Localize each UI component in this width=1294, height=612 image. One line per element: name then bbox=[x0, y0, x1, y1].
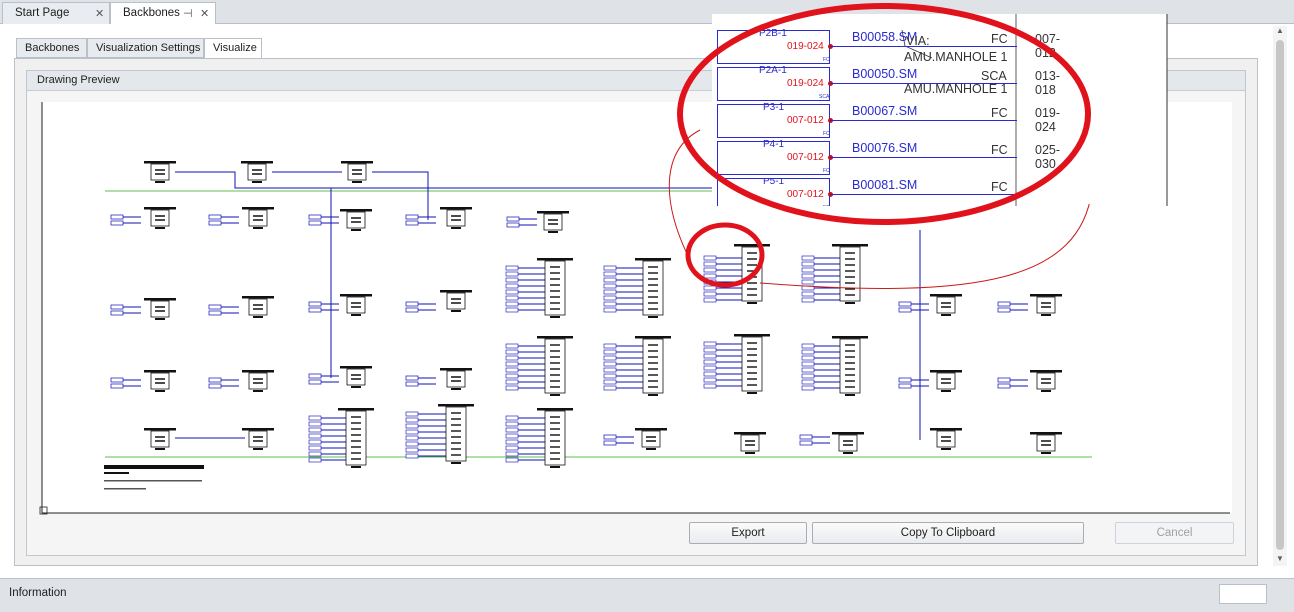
tab-backbones[interactable]: Backbones ⊣ ✕ bbox=[110, 2, 216, 25]
tab-label: Backbones bbox=[123, 7, 180, 19]
scroll-thumb[interactable] bbox=[1276, 40, 1284, 550]
sub-tab-label: Visualization Settings bbox=[96, 42, 201, 54]
pin-icon[interactable]: ⊣ bbox=[183, 8, 193, 20]
tab-visualize[interactable]: Visualize bbox=[204, 38, 262, 59]
tab-start-page[interactable]: Start Page ✕ bbox=[2, 2, 110, 24]
vertical-scrollbar[interactable]: ▲ ▼ bbox=[1273, 26, 1287, 566]
copy-to-clipboard-button[interactable]: Copy To Clipboard bbox=[812, 522, 1084, 544]
sub-tab-label: Visualize bbox=[213, 42, 257, 54]
scroll-down-icon[interactable]: ▼ bbox=[1276, 554, 1284, 563]
preview-title: Drawing Preview bbox=[37, 74, 120, 86]
cancel-button[interactable]: Cancel bbox=[1115, 522, 1234, 544]
tab-label: Start Page bbox=[15, 7, 70, 19]
tab-backbones-list[interactable]: Backbones bbox=[16, 38, 87, 58]
status-bar: Information bbox=[0, 578, 1294, 612]
close-icon[interactable]: ✕ bbox=[95, 8, 105, 20]
status-label: Information bbox=[9, 587, 67, 599]
export-button[interactable]: Export bbox=[689, 522, 807, 544]
close-icon[interactable]: ✕ bbox=[200, 8, 210, 20]
status-indicator bbox=[1219, 584, 1267, 604]
sub-tab-label: Backbones bbox=[25, 42, 80, 54]
scroll-up-icon[interactable]: ▲ bbox=[1276, 26, 1284, 35]
tab-visualization-settings[interactable]: Visualization Settings bbox=[87, 38, 204, 58]
